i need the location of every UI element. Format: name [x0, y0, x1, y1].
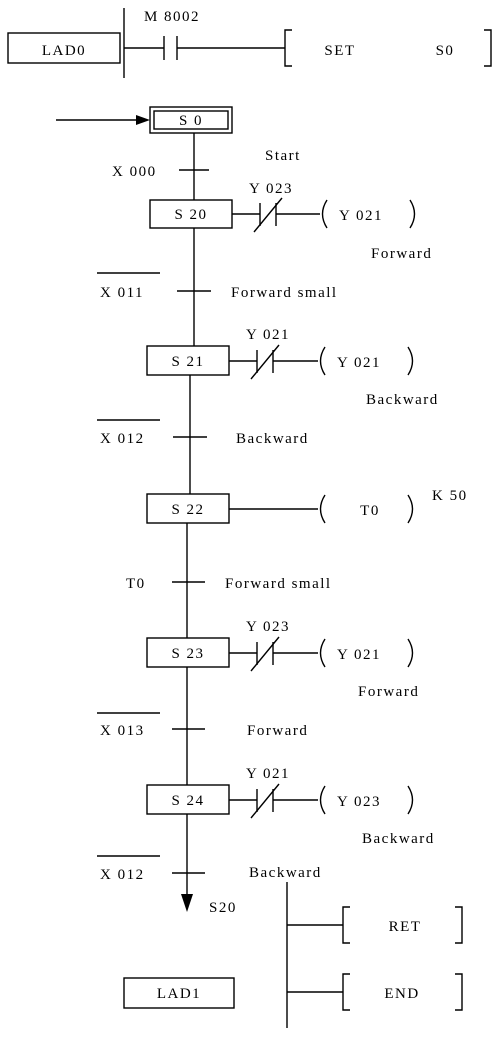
forward-small-label: Forward small [231, 285, 338, 301]
coil-left [319, 346, 326, 376]
forward-label: Forward [358, 684, 419, 700]
coil-right [409, 199, 416, 229]
forward-small-label: Forward small [225, 576, 332, 592]
transition-x012: X 012 Backward [97, 419, 309, 447]
coil-right [407, 785, 414, 815]
transition-x000: X 000 Start [112, 148, 301, 180]
initial-step-s0: S 0 [56, 106, 233, 134]
s0-label: S 0 [179, 113, 203, 129]
lad0-rung: LAD0 M 8002 SET S0 [7, 8, 492, 78]
s23-box [146, 637, 230, 668]
step-s21: S 21 Y 021 Y 021 Backward [146, 327, 439, 408]
jump-arrowhead [181, 894, 193, 912]
transition-t0: T0 Forward small [126, 576, 332, 592]
start-label: Start [265, 148, 301, 164]
t0-label: T0 [126, 576, 146, 592]
ret-label: RET [389, 919, 422, 935]
coil-right [407, 494, 414, 524]
s24-label: S 24 [171, 793, 204, 809]
forward-label: Forward [247, 723, 308, 739]
nc-contact-slash [250, 636, 280, 672]
transition-x012-second: X 012 Backward S20 [97, 855, 322, 916]
transition-x013: X 013 Forward [97, 712, 308, 739]
entry-arrowhead [136, 115, 150, 125]
y021-coil-label: Y 021 [337, 647, 381, 663]
y021-contact-label: Y 021 [246, 766, 290, 782]
set-target-label: S0 [436, 43, 455, 59]
k50-label: K 50 [432, 488, 468, 504]
s20-label: S 20 [174, 207, 207, 223]
backward-label: Backward [362, 831, 435, 847]
y021-contact-label: Y 021 [246, 327, 290, 343]
lad1-box [123, 977, 235, 1009]
step-s20: S 20 Y 023 Y 021 Forward [149, 181, 432, 262]
s22-label: S 22 [171, 502, 204, 518]
coil-left [319, 638, 326, 668]
forward-label: Forward [371, 246, 432, 262]
backward-label: Backward [366, 392, 439, 408]
coil-left [319, 785, 326, 815]
step-s22: S 22 T0 K 50 [146, 488, 468, 524]
instr-right-bracket [455, 973, 463, 1011]
nc-contact-slash [250, 344, 280, 380]
step-s23: S 23 Y 023 Y 021 Forward [146, 619, 419, 700]
backward-label: Backward [236, 431, 309, 447]
nc-contact-slash [253, 197, 283, 233]
y023-contact-label: Y 023 [249, 181, 293, 197]
s21-label: S 21 [171, 354, 204, 370]
instr-right-bracket [455, 906, 463, 944]
coil-left [319, 494, 326, 524]
transition-x011: X 011 Forward small [97, 272, 338, 301]
s0-inner-box [153, 110, 229, 130]
set-instr-label: SET [324, 43, 355, 59]
coil-right [407, 638, 414, 668]
s21-box [146, 345, 230, 376]
x000-label: X 000 [112, 164, 157, 180]
x013-label: X 013 [100, 723, 145, 739]
lad0-box [7, 32, 121, 64]
instr-left-bracket [284, 29, 292, 67]
step-s24: S 24 Y 021 Y 023 Backward [146, 766, 435, 847]
lad1-rungs: RET END LAD1 [123, 882, 463, 1028]
y023-contact-label: Y 023 [246, 619, 290, 635]
instr-left-bracket [342, 906, 350, 944]
coil-left [321, 199, 328, 229]
instr-right-bracket [484, 29, 492, 67]
lad1-label: LAD1 [157, 986, 201, 1002]
m8002-contact-label: M 8002 [144, 9, 200, 25]
nc-contact-slash [250, 783, 280, 819]
jump-target-label: S20 [209, 900, 237, 916]
y021-coil-label: Y 021 [337, 355, 381, 371]
t0-coil-label: T0 [360, 503, 380, 519]
y021-coil-label: Y 021 [339, 208, 383, 224]
s23-label: S 23 [171, 646, 204, 662]
end-label: END [384, 986, 419, 1002]
instr-left-bracket [342, 973, 350, 1011]
x012-label: X 012 [100, 431, 145, 447]
backward-label: Backward [249, 865, 322, 881]
lad0-label: LAD0 [42, 43, 86, 59]
s20-box [149, 199, 233, 229]
x011-label: X 011 [100, 285, 144, 301]
y023-coil-label: Y 023 [337, 794, 381, 810]
s22-box [146, 493, 230, 524]
coil-right [407, 346, 414, 376]
x012-label: X 012 [100, 867, 145, 883]
